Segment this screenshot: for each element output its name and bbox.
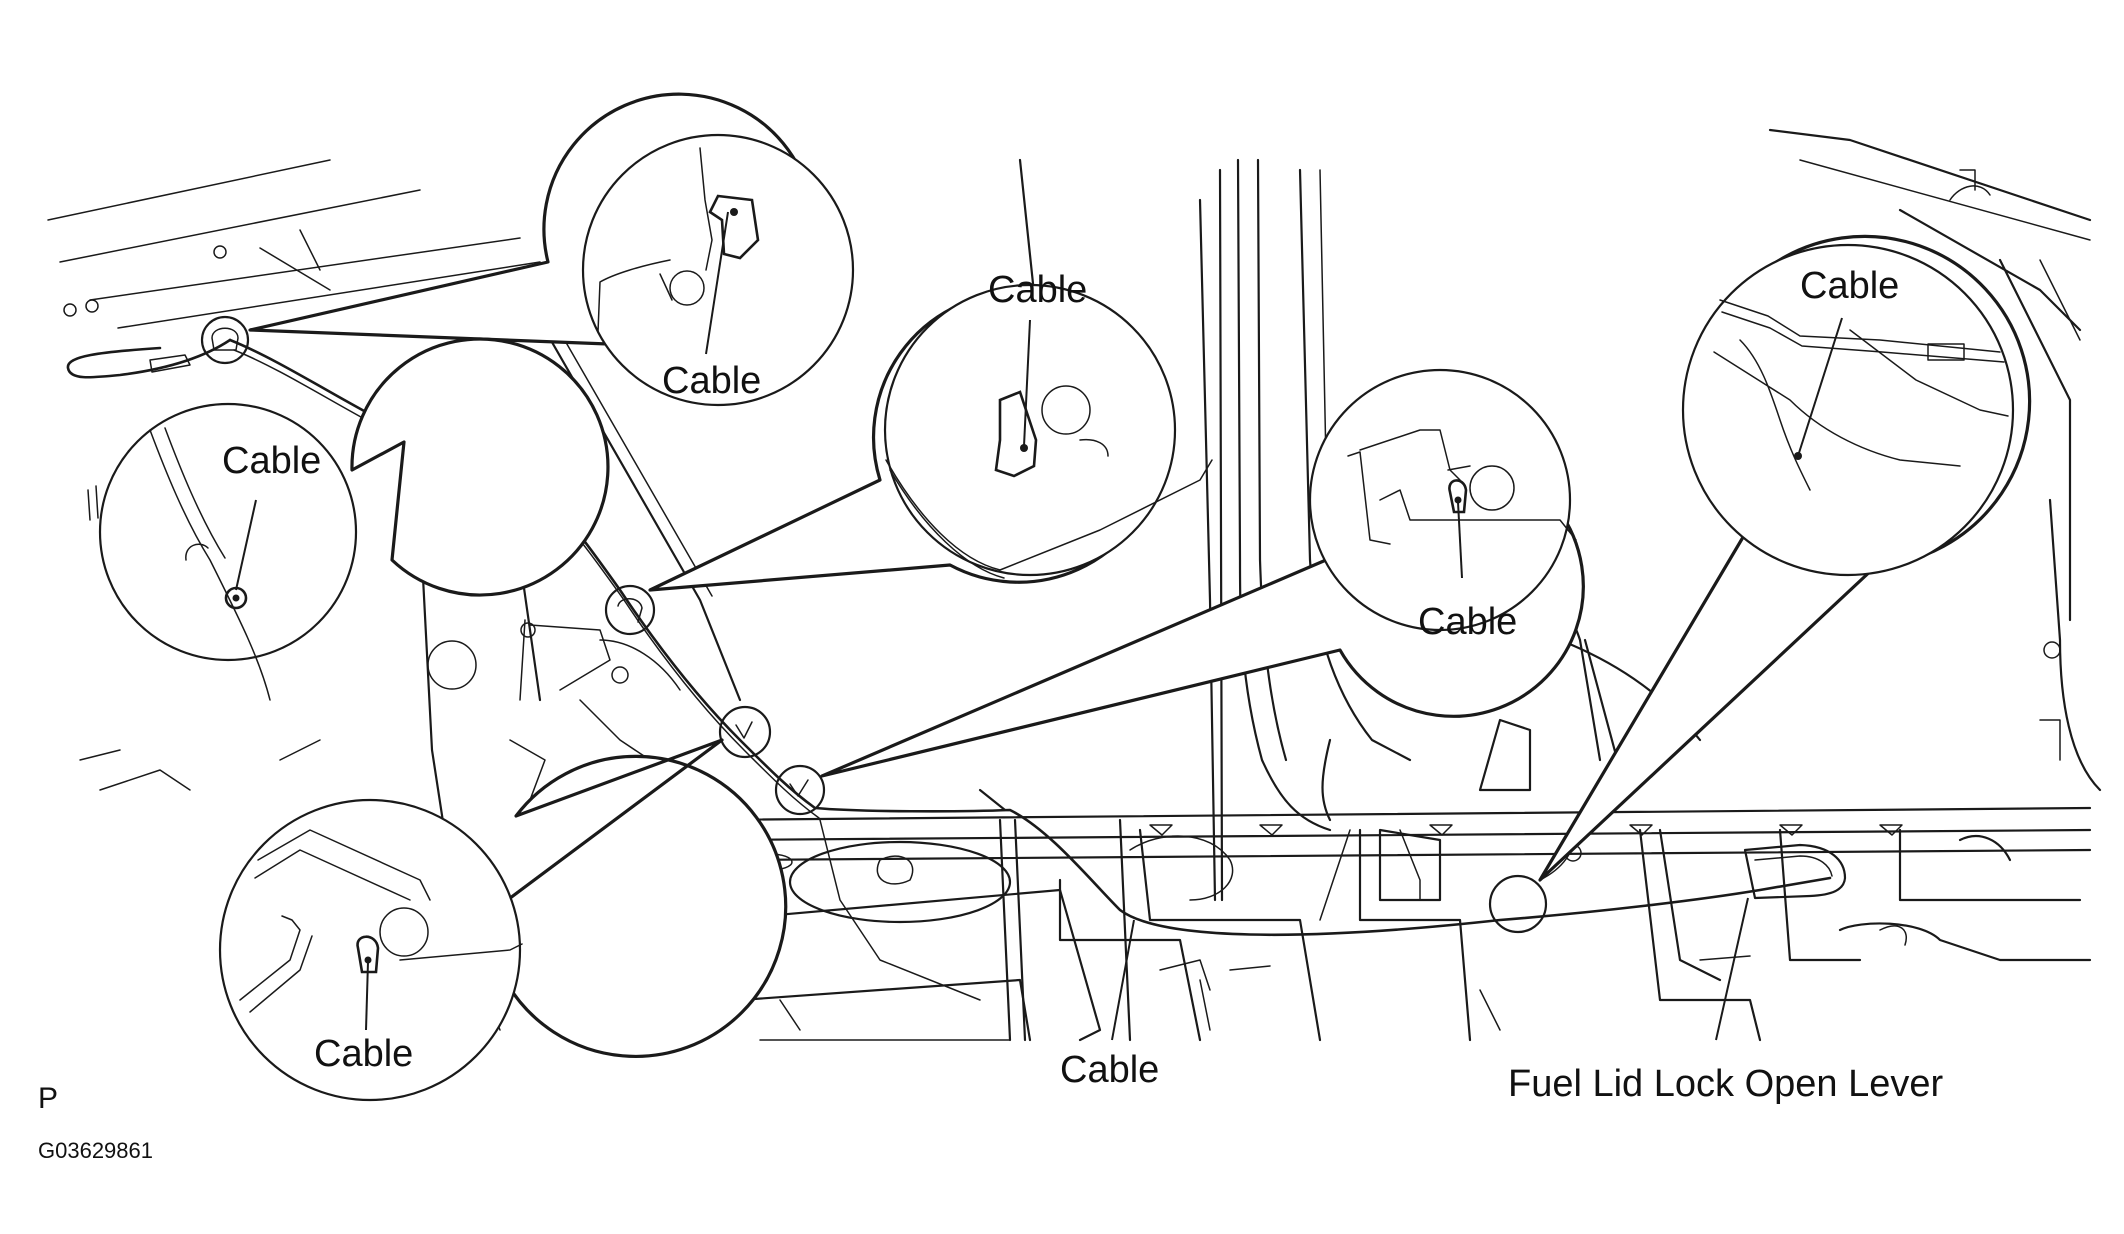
callout-clamp-bottom-left — [218, 738, 788, 1102]
label-fuel-lid-lock-open-lever: Fuel Lid Lock Open Lever — [1508, 1063, 1943, 1105]
label-cable-top-callout: Cable — [662, 360, 761, 402]
callout-clamp-far-right — [1538, 234, 2032, 882]
label-cable-center-callout: Cable — [988, 269, 1087, 311]
callout-clamp-left — [87, 337, 610, 701]
figure-code: G03629861 — [38, 1138, 153, 1163]
callout-clamp-right — [820, 368, 1585, 778]
leader-lines — [235, 211, 1843, 1041]
label-cable-far-right-callout: Cable — [1800, 265, 1899, 307]
fuel-lid-lock-open-lever — [1743, 843, 1847, 900]
label-cable-right-callout: Cable — [1418, 601, 1517, 643]
callout-clamp-center — [648, 283, 1213, 592]
diagram-labels: Cable Cable Cable Cable Cable Cable Cabl… — [222, 265, 1943, 1105]
label-cable-main: Cable — [1060, 1049, 1159, 1091]
label-cable-bottom-left-callout: Cable — [314, 1033, 413, 1075]
label-cable-left-callout: Cable — [222, 440, 321, 482]
view-code: P — [38, 1082, 59, 1115]
callout-clamp-top — [248, 92, 855, 407]
